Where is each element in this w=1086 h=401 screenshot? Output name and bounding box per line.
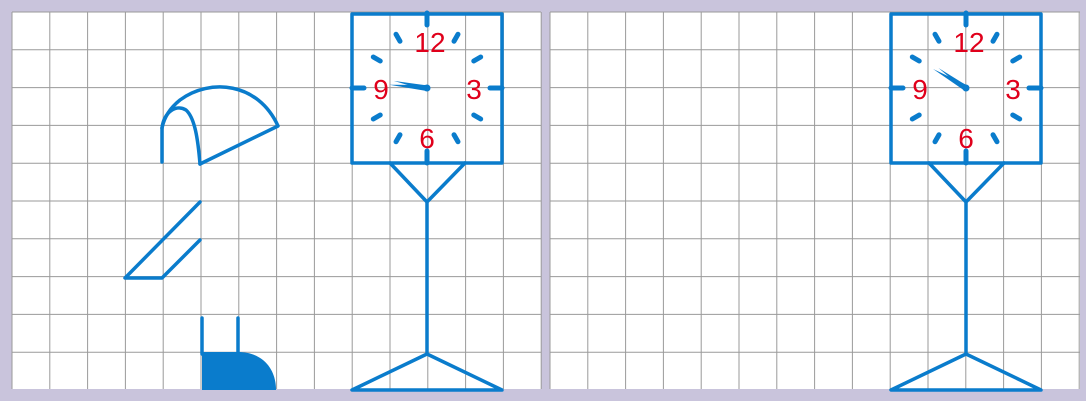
tick-mark (396, 135, 400, 142)
tick-mark (993, 34, 997, 41)
tick-mark (454, 135, 458, 142)
tick-mark (373, 115, 380, 119)
tick-mark (912, 57, 919, 61)
tick-mark (474, 57, 481, 61)
tick-mark (1013, 57, 1020, 61)
numeral-12: 12 (414, 27, 445, 58)
clock-center-pin (963, 85, 970, 92)
tick-mark (935, 34, 939, 41)
clock-center-pin (424, 85, 431, 92)
numeral-12: 12 (953, 27, 984, 58)
tick-mark (373, 57, 380, 61)
numeral-3: 3 (466, 74, 482, 105)
tick-mark (396, 34, 400, 41)
right-panel (550, 12, 1080, 389)
tick-mark (1013, 115, 1020, 119)
numeral-9: 9 (912, 74, 928, 105)
numeral-3: 3 (1005, 74, 1021, 105)
tick-mark (454, 34, 458, 41)
left-panel (12, 12, 541, 389)
numeral-9: 9 (373, 74, 389, 105)
numeral-6: 6 (419, 123, 435, 154)
tick-mark (935, 135, 939, 142)
tick-mark (912, 115, 919, 119)
tick-mark (993, 135, 997, 142)
tick-mark (474, 115, 481, 119)
numeral-6: 6 (958, 123, 974, 154)
